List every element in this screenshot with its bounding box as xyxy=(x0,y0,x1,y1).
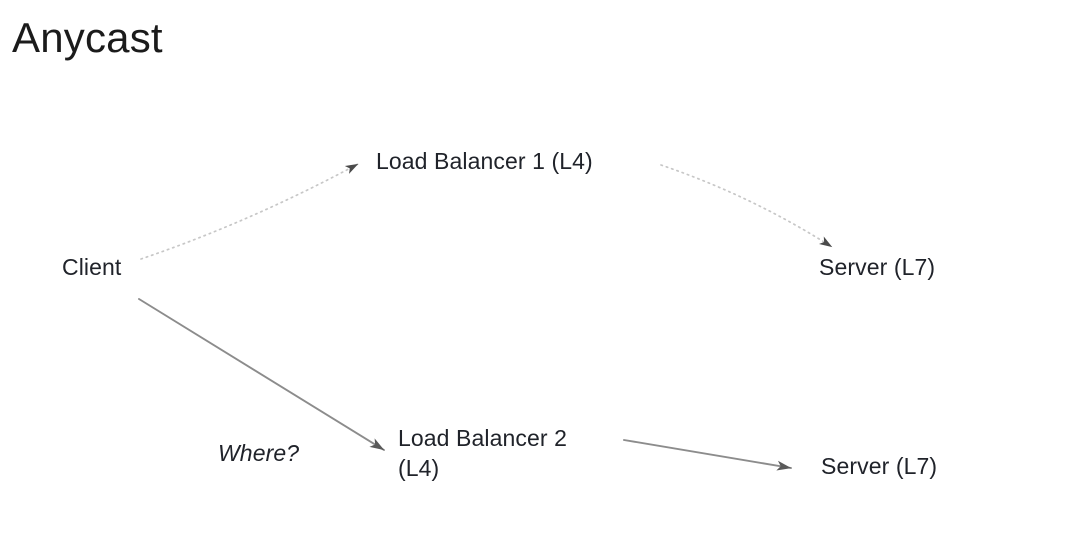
node-server-bottom[interactable]: Server (L7) xyxy=(821,453,938,479)
node-client[interactable]: Client xyxy=(62,254,122,280)
edge-lb2-to-server-bot xyxy=(623,439,792,471)
page-title: Anycast xyxy=(12,14,163,61)
edge-label-where: Where? xyxy=(218,440,300,466)
node-load-balancer-1[interactable]: Load Balancer 1 (L4) xyxy=(376,148,593,174)
node-load-balancer-2[interactable]: Load Balancer 2 (L4) xyxy=(398,425,568,481)
node-server-top[interactable]: Server (L7) xyxy=(819,254,936,280)
edge-lb1-to-server-top xyxy=(660,164,833,248)
edge-client-to-lb2 xyxy=(138,298,385,451)
edge-client-to-lb1 xyxy=(140,163,359,260)
